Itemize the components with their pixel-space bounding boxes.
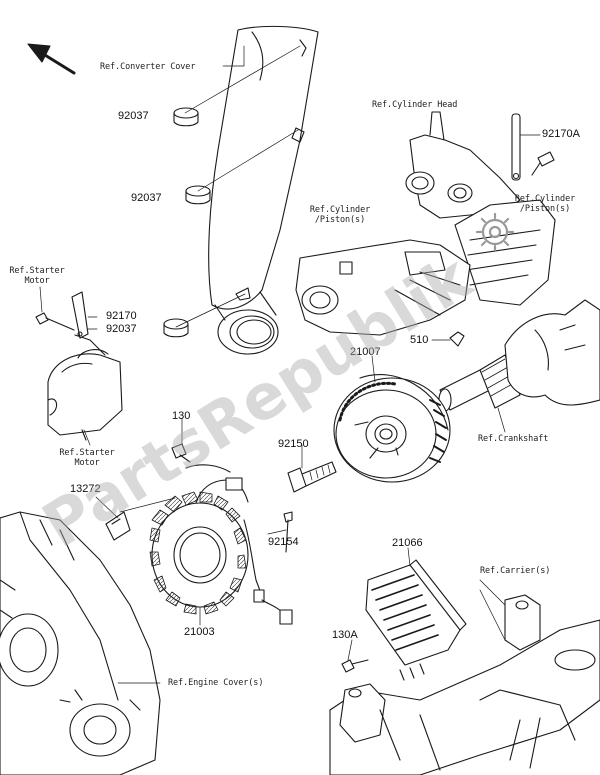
ref-label-line: Ref.Starter [59, 448, 115, 458]
bolt-92150 [287, 461, 337, 493]
part-label-510: 510 [410, 334, 429, 346]
part-label-21007: 21007 [350, 346, 381, 358]
ref-label-line: /Piston(s) [519, 204, 571, 214]
part-label-130: 130 [172, 410, 191, 422]
crankshaft [438, 299, 600, 412]
stator-21003 [149, 464, 293, 625]
ref-label-crankshaft: Ref.Crankshaft [478, 434, 549, 444]
bolt-92154 [283, 511, 293, 553]
part-label-92037: 92037 [106, 323, 137, 335]
part-label-21003: 21003 [184, 626, 215, 638]
ref-label-cylinder-piston: Ref.Cylinder /Piston(s) [505, 194, 585, 214]
screw-130 [171, 443, 191, 463]
part-label-21066: 21066 [392, 537, 423, 549]
engine-cover [0, 511, 161, 775]
cylinder-head [405, 111, 521, 219]
ref-label-line: Motor [74, 458, 100, 468]
ref-label-carrier: Ref.Carrier(s) [480, 566, 551, 576]
ref-label-starter-motor-top: Ref.Starter Motor [2, 266, 72, 286]
cylinder-piston-mid [295, 239, 471, 336]
gear-icon [475, 212, 515, 252]
key-510 [449, 331, 465, 347]
ref-label-converter-cover: Ref.Converter Cover [100, 62, 196, 72]
part-label-92170A: 92170A [542, 128, 580, 140]
plate-13272 [105, 511, 131, 541]
bolt-92170A [511, 113, 555, 181]
clamp-92037-c [163, 318, 189, 338]
part-label-92037: 92037 [118, 110, 149, 122]
ref-label-cylinder-piston-mid: Ref.Cylinder /Piston(s) [300, 205, 380, 225]
part-label-92150: 92150 [278, 438, 309, 450]
part-label-92154: 92154 [268, 536, 299, 548]
starter-motor [47, 334, 123, 441]
clamp-92037-b [185, 185, 211, 205]
bolt-92170-strap [35, 291, 89, 339]
ref-label-line: Motor [24, 276, 50, 286]
bolt-130A [341, 659, 369, 673]
ref-label-starter-motor-bottom: Ref.Starter Motor [52, 448, 122, 468]
rotor-21007 [333, 374, 451, 483]
part-label-13272: 13272 [70, 483, 101, 495]
ref-label-line: Ref.Cylinder [309, 205, 371, 215]
ref-label-line: Ref.Starter [9, 266, 65, 276]
cylinder-block-right [454, 199, 556, 306]
clamp-92037-a [173, 107, 199, 127]
part-label-92037: 92037 [131, 192, 162, 204]
front-direction-arrow-icon [27, 43, 76, 75]
part-label-92170: 92170 [106, 310, 137, 322]
ref-label-cylinder-head: Ref.Cylinder Head [372, 100, 458, 110]
regulator-21066 [365, 559, 467, 681]
ref-label-line: Ref.Cylinder [514, 194, 576, 204]
carrier-frame [329, 594, 600, 775]
ref-label-engine-cover: Ref.Engine Cover(s) [168, 678, 264, 688]
part-label-130A: 130A [332, 629, 358, 641]
ref-label-line: /Piston(s) [314, 215, 366, 225]
